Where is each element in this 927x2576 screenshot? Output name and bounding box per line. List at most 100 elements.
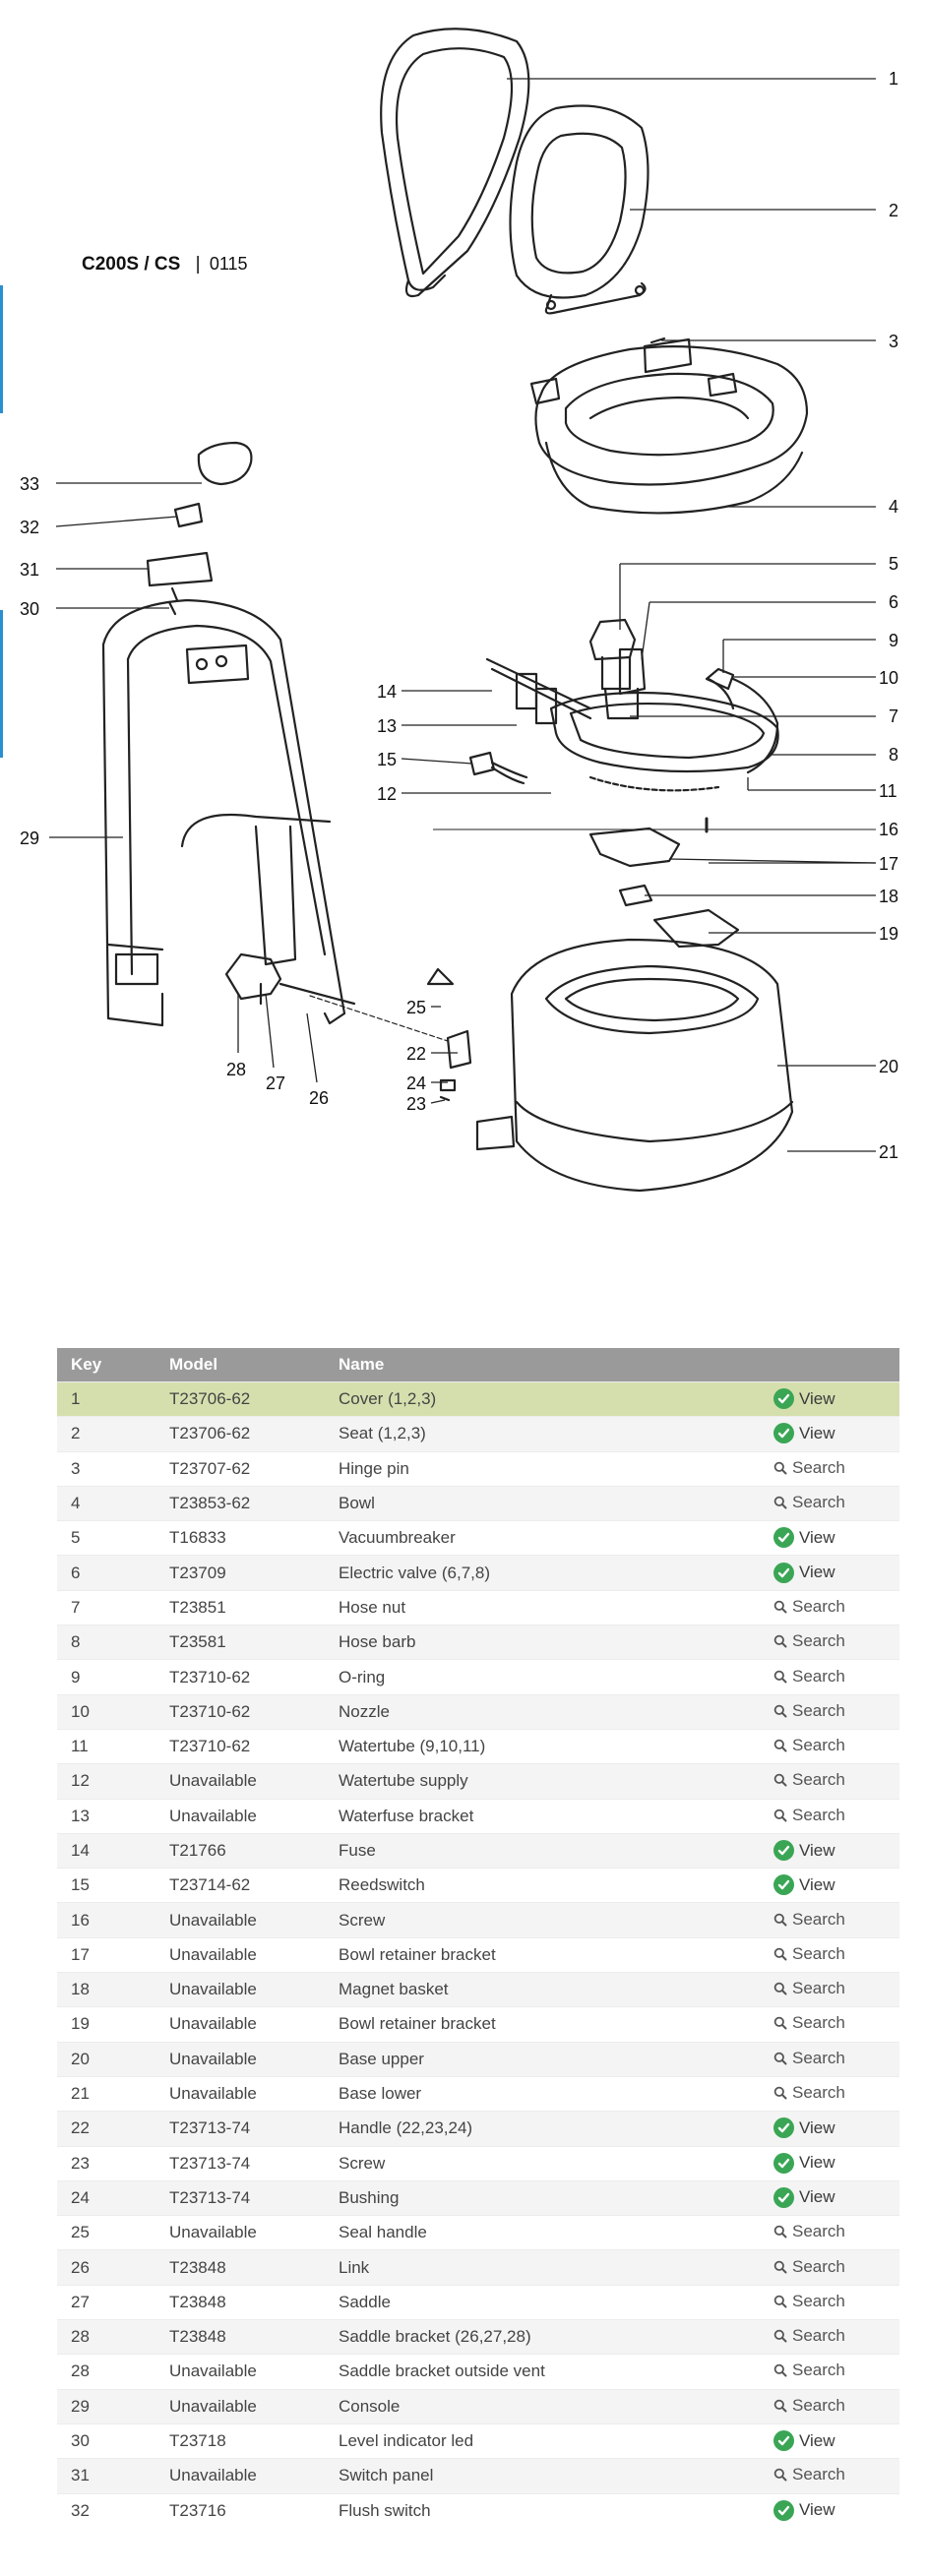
callout-31: 31 (20, 560, 39, 580)
cell-action: Search (760, 2249, 899, 2286)
cell-name: Flush switch (325, 2492, 760, 2528)
callout-2: 2 (889, 201, 898, 220)
cell-action: View (760, 2179, 899, 2216)
cell-name: Screw (325, 1902, 760, 1938)
watertube-part (705, 667, 779, 774)
cell-action: Search (760, 2319, 899, 2355)
search-link[interactable]: Search (773, 2292, 845, 2311)
callout-24: 24 (406, 1073, 426, 1093)
view-link[interactable]: View (773, 1388, 835, 1410)
cell-key: 6 (57, 1555, 155, 1591)
callout-7: 7 (889, 706, 898, 726)
cell-key: 31 (57, 2458, 155, 2493)
cell-action: Search (760, 1659, 899, 1695)
cell-action: View (760, 1868, 899, 1903)
callout-33: 33 (20, 474, 39, 494)
cell-name: Bowl retainer bracket (325, 2006, 760, 2043)
view-link[interactable]: View (773, 1562, 835, 1583)
search-icon (773, 2399, 787, 2413)
check-circle-icon (773, 1874, 794, 1896)
view-link[interactable]: View (773, 2430, 835, 2452)
search-link[interactable]: Search (773, 2465, 845, 2484)
search-link[interactable]: Search (773, 2361, 845, 2380)
view-link[interactable]: View (773, 1423, 835, 1444)
search-link[interactable]: Search (773, 1458, 845, 1478)
search-link[interactable]: Search (773, 1493, 845, 1512)
cell-model: T23848 (155, 2319, 325, 2355)
hinge-pin-part (649, 337, 666, 344)
handle-part (309, 967, 472, 1102)
search-icon (773, 1774, 787, 1787)
action-label: View (799, 2500, 835, 2520)
view-link[interactable]: View (773, 2117, 835, 2139)
view-link[interactable]: View (773, 2186, 835, 2208)
cell-model: T23853-62 (155, 1485, 325, 1521)
search-icon (773, 2295, 787, 2308)
view-link[interactable]: View (773, 2499, 835, 2521)
search-icon (773, 2017, 787, 2030)
cell-name: Base upper (325, 2041, 760, 2077)
search-link[interactable]: Search (773, 1806, 845, 1825)
search-link[interactable]: Search (773, 1631, 845, 1651)
cell-action: Search (760, 1763, 899, 1800)
cell-action: Search (760, 2075, 899, 2112)
cell-action: Search (760, 1589, 899, 1625)
search-link[interactable]: Search (773, 1667, 845, 1687)
cell-action: View (760, 2145, 899, 2181)
cell-model: T23851 (155, 1589, 325, 1625)
search-link[interactable]: Search (773, 2083, 845, 2103)
search-link[interactable]: Search (773, 2049, 845, 2068)
search-link[interactable]: Search (773, 2013, 845, 2033)
cell-action: View (760, 2111, 899, 2147)
callout-10: 10 (879, 668, 898, 688)
title-separator: | (195, 254, 201, 275)
action-label: Search (792, 1596, 845, 1616)
search-link[interactable]: Search (773, 1701, 845, 1721)
check-circle-icon (773, 1562, 794, 1583)
callout-1: 1 (889, 69, 898, 89)
search-link[interactable]: Search (773, 2326, 845, 2346)
cell-action: Search (760, 1936, 899, 1973)
cell-action: View (760, 1416, 899, 1452)
search-link[interactable]: Search (773, 1910, 845, 1930)
cell-name: Magnet basket (325, 1972, 760, 2007)
view-link[interactable]: View (773, 2152, 835, 2174)
search-link[interactable]: Search (773, 2396, 845, 2416)
callout-3: 3 (889, 332, 898, 351)
cell-model: T16833 (155, 1520, 325, 1556)
action-label: Search (792, 2361, 845, 2380)
cell-key: 18 (57, 1972, 155, 2007)
callout-22: 22 (406, 1044, 426, 1064)
action-label: View (799, 1527, 835, 1547)
search-link[interactable]: Search (773, 2257, 845, 2277)
cell-model: Unavailable (155, 1936, 325, 1973)
cell-key: 9 (57, 1659, 155, 1695)
search-link[interactable]: Search (773, 2222, 845, 2241)
watertube-supply-part (588, 775, 720, 792)
view-link[interactable]: View (773, 1874, 835, 1896)
view-link[interactable]: View (773, 1840, 835, 1861)
model-title: C200S / CS | 0115 (82, 254, 248, 276)
cell-name: Saddle bracket (26,27,28) (325, 2319, 760, 2355)
callout-9: 9 (889, 631, 898, 650)
cell-name: Bowl (325, 1485, 760, 1521)
search-link[interactable]: Search (773, 1597, 845, 1617)
search-link[interactable]: Search (773, 1979, 845, 1998)
cell-key: 26 (57, 2249, 155, 2286)
callout-25: 25 (406, 998, 426, 1017)
search-link[interactable]: Search (773, 1944, 845, 1964)
view-link[interactable]: View (773, 1527, 835, 1549)
callout-21: 21 (879, 1142, 898, 1162)
cell-action: Search (760, 2215, 899, 2250)
action-label: View (799, 1388, 835, 1408)
search-link[interactable]: Search (773, 1736, 845, 1755)
search-link[interactable]: Search (773, 1770, 845, 1790)
search-icon (773, 1634, 787, 1648)
cell-action: Search (760, 1728, 899, 1764)
action-label: Search (792, 2326, 845, 2346)
